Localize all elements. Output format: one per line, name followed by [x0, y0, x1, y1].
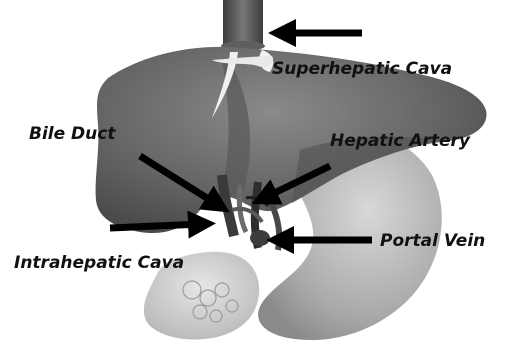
label-portal-vein: Portal Vein	[380, 233, 485, 250]
label-hepatic-artery: Hepatic Artery	[330, 133, 470, 150]
label-intrahepatic-cava: Intrahepatic Cava	[14, 255, 184, 272]
label-bile-duct: Bile Duct	[29, 126, 115, 143]
arrow-intrahepatic-cava	[110, 224, 202, 228]
superhepatic-cava-vessel	[223, 0, 263, 48]
label-superhepatic-cava: Superhepatic Cava	[272, 61, 452, 78]
